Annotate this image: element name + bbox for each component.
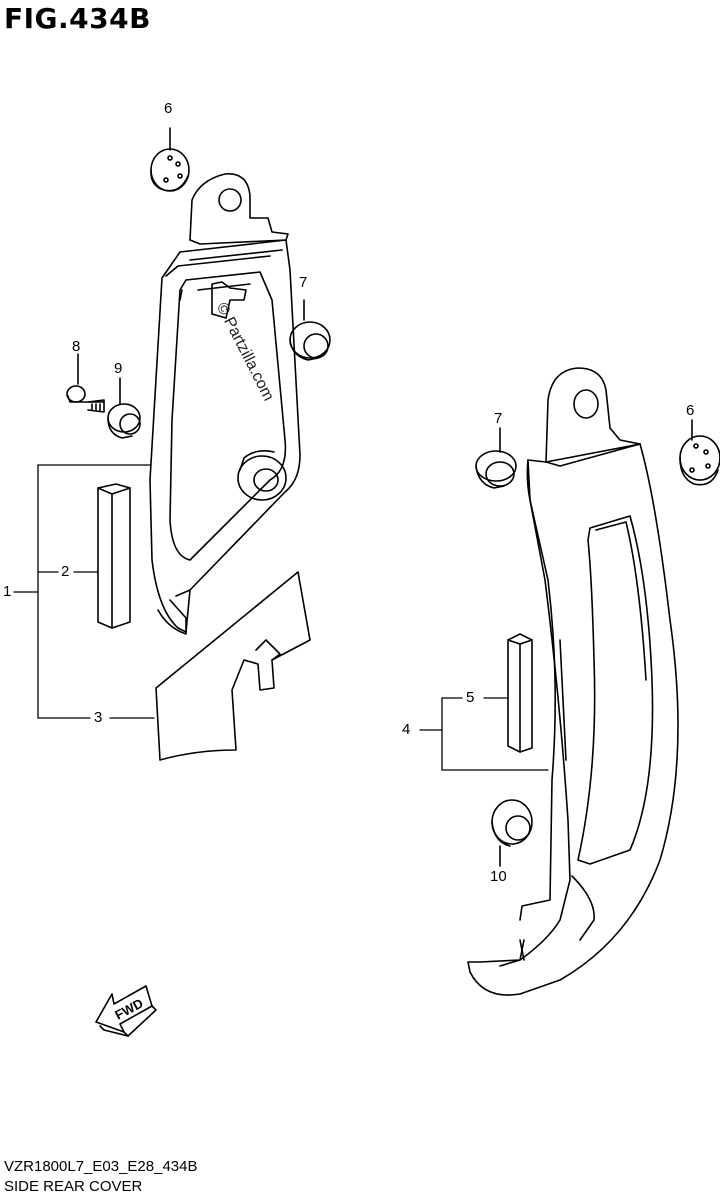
right-side-cover: [467, 367, 679, 996]
callout-9: 9: [114, 360, 123, 377]
cushion-2: [97, 483, 131, 629]
figure-code: VZR1800L7_E03_E28_434B: [4, 1158, 198, 1175]
figure-name: SIDE REAR COVER: [4, 1178, 143, 1195]
cushion-5: [507, 633, 533, 753]
callout-5: 5: [466, 689, 475, 706]
grommet-7-right: [475, 427, 517, 489]
fwd-arrow: [95, 985, 157, 1037]
callout-2: 2: [61, 563, 70, 580]
callout-6-left: 6: [164, 100, 173, 117]
bracket-4: [419, 697, 549, 771]
callout-3: 3: [94, 709, 103, 726]
bolt-8: [66, 353, 105, 413]
sheet-3: [155, 571, 311, 761]
callout-4: 4: [402, 721, 411, 738]
grommet-6-right: [679, 419, 720, 486]
grommet-10: [491, 799, 533, 867]
callout-1: 1: [3, 583, 12, 600]
bracket-1: [13, 464, 155, 719]
grommet-9: [107, 377, 141, 439]
grommet-6-left: [150, 127, 190, 192]
figure-title: FIG.434B: [4, 2, 151, 35]
callout-8: 8: [72, 338, 81, 355]
callout-7-left: 7: [299, 274, 308, 291]
callout-7-right: 7: [494, 410, 503, 427]
callout-10: 10: [490, 868, 507, 885]
grommet-7-left: [289, 299, 331, 361]
callout-6-right: 6: [686, 402, 695, 419]
left-side-cover: [149, 173, 301, 635]
